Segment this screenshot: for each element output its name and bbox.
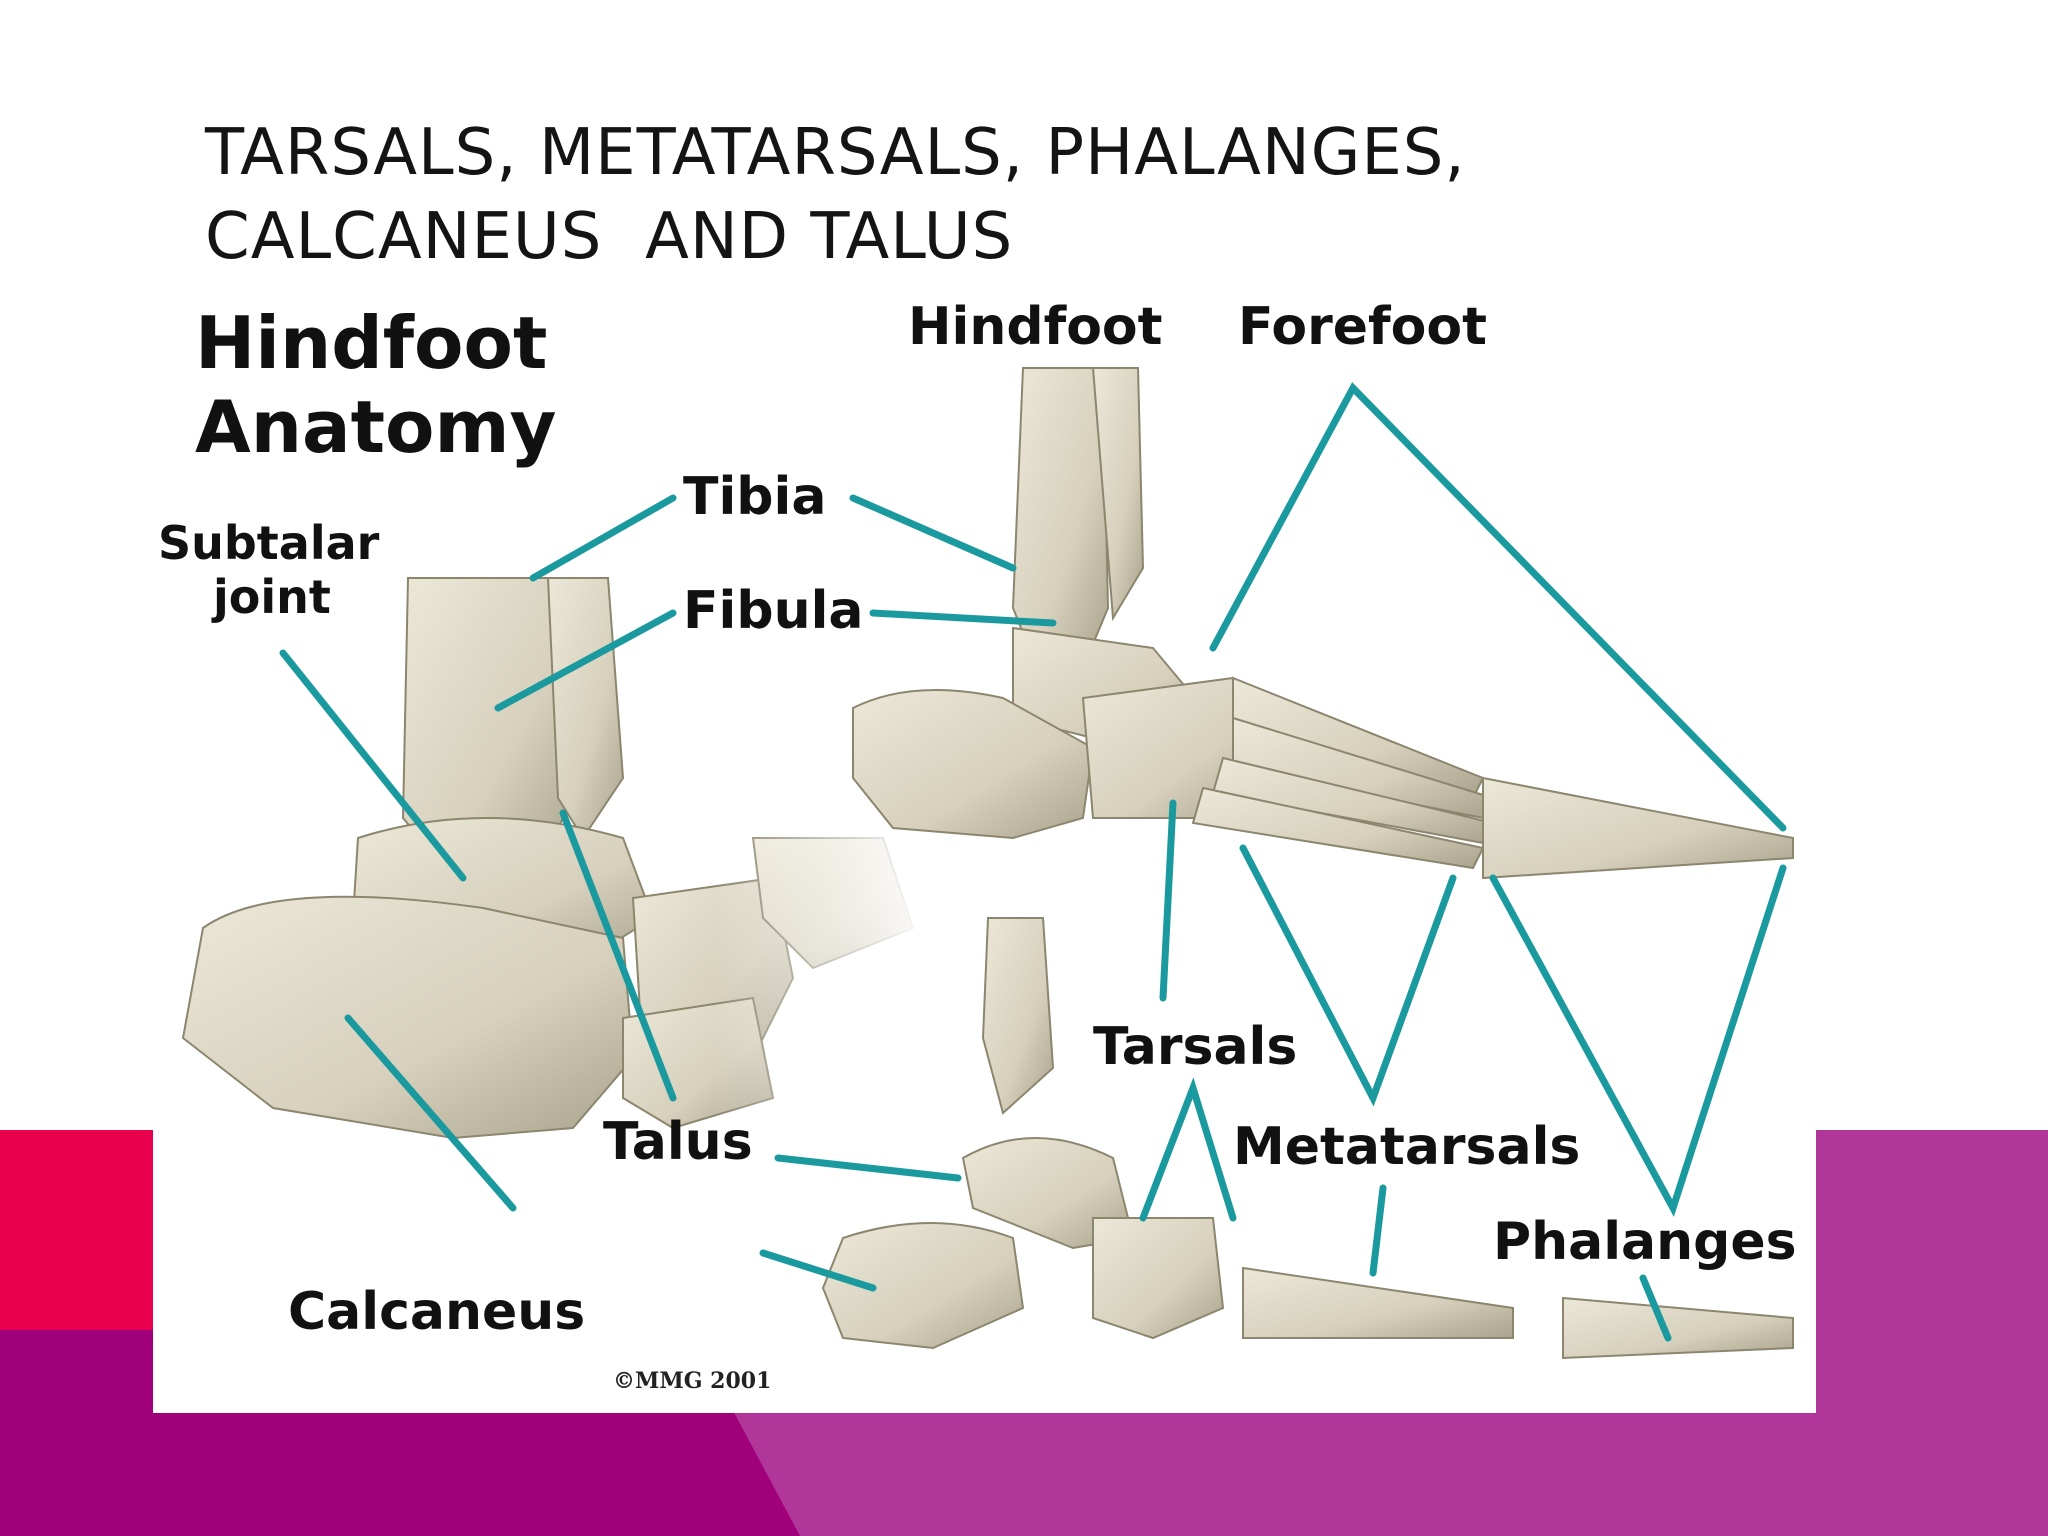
forefoot-leader <box>1209 382 1787 832</box>
anatomy-figure: Hindfoot Anatomy Subtalar joint Tibia Fi… <box>153 278 1816 1413</box>
fibula-leader-left <box>494 609 677 712</box>
subtalar-label-line2: joint <box>213 570 331 624</box>
slide-title-line2: calcaneus and talus <box>205 199 1014 274</box>
phalanges-label: Phalanges <box>1493 1212 1797 1272</box>
metatarsals-exploded-leader <box>1369 1184 1387 1277</box>
exploded-tibia-end <box>981 917 1055 1115</box>
leader-lines <box>279 382 1787 1342</box>
exploded-tarsals <box>1092 1217 1225 1340</box>
phalanges-leader <box>1489 864 1787 1217</box>
slide-title-line1: Tarsals, metatarsals, phalanges, <box>205 115 1466 190</box>
exploded-calcaneus <box>821 1222 1025 1350</box>
exploded-phalanges <box>1562 1296 1794 1360</box>
calcaneus-exploded-leader <box>759 1249 877 1292</box>
left-fibula-bone <box>546 577 625 840</box>
purple-right-band <box>1816 1130 2048 1536</box>
right-metatarsal-4 <box>1191 786 1485 870</box>
exploded-metatarsals <box>1242 1266 1514 1339</box>
calcaneus-label: Calcaneus <box>288 1282 586 1342</box>
tarsals-leader-bottom <box>1139 1077 1237 1222</box>
copyright-text: ©MMG 2001 <box>613 1368 772 1394</box>
heading-line2: Anatomy <box>195 385 557 469</box>
bone-illustration <box>181 367 1794 1360</box>
phalanges-exploded-leader <box>1639 1274 1672 1342</box>
metatarsals-leader <box>1239 844 1457 1107</box>
right-fibula-bone <box>1091 367 1145 622</box>
left-fade <box>713 778 933 1198</box>
tarsals-label: Tarsals <box>1093 1017 1298 1077</box>
tibia-label: Tibia <box>683 467 827 527</box>
right-foot-bones <box>852 367 1794 880</box>
talus-leader <box>559 809 677 1102</box>
left-calcaneus-bone <box>181 895 635 1140</box>
tibia-leader-left <box>529 494 677 582</box>
forefoot-label: Forefoot <box>1238 297 1487 357</box>
exploded-bones <box>821 917 1794 1360</box>
hindfoot-label: Hindfoot <box>908 297 1163 357</box>
right-phalanges-toes <box>1482 776 1794 880</box>
heading-line1: Hindfoot <box>195 301 548 385</box>
talus-exploded-leader <box>774 1154 962 1182</box>
fibula-leader-right <box>869 609 1057 627</box>
calcaneus-leader <box>344 1014 517 1212</box>
tarsals-leader-top <box>1159 799 1177 1002</box>
slide-title: Tarsals, metatarsals, phalanges, calcane… <box>205 111 1905 279</box>
subtalar-label-line1: Subtalar <box>158 516 380 570</box>
right-calcaneus-bone <box>852 689 1095 840</box>
metatarsals-label: Metatarsals <box>1233 1117 1581 1177</box>
talus-label: Talus <box>603 1112 753 1172</box>
subtalar-leader <box>279 649 467 882</box>
fibula-label: Fibula <box>683 581 864 641</box>
tibia-leader-right <box>849 494 1017 572</box>
